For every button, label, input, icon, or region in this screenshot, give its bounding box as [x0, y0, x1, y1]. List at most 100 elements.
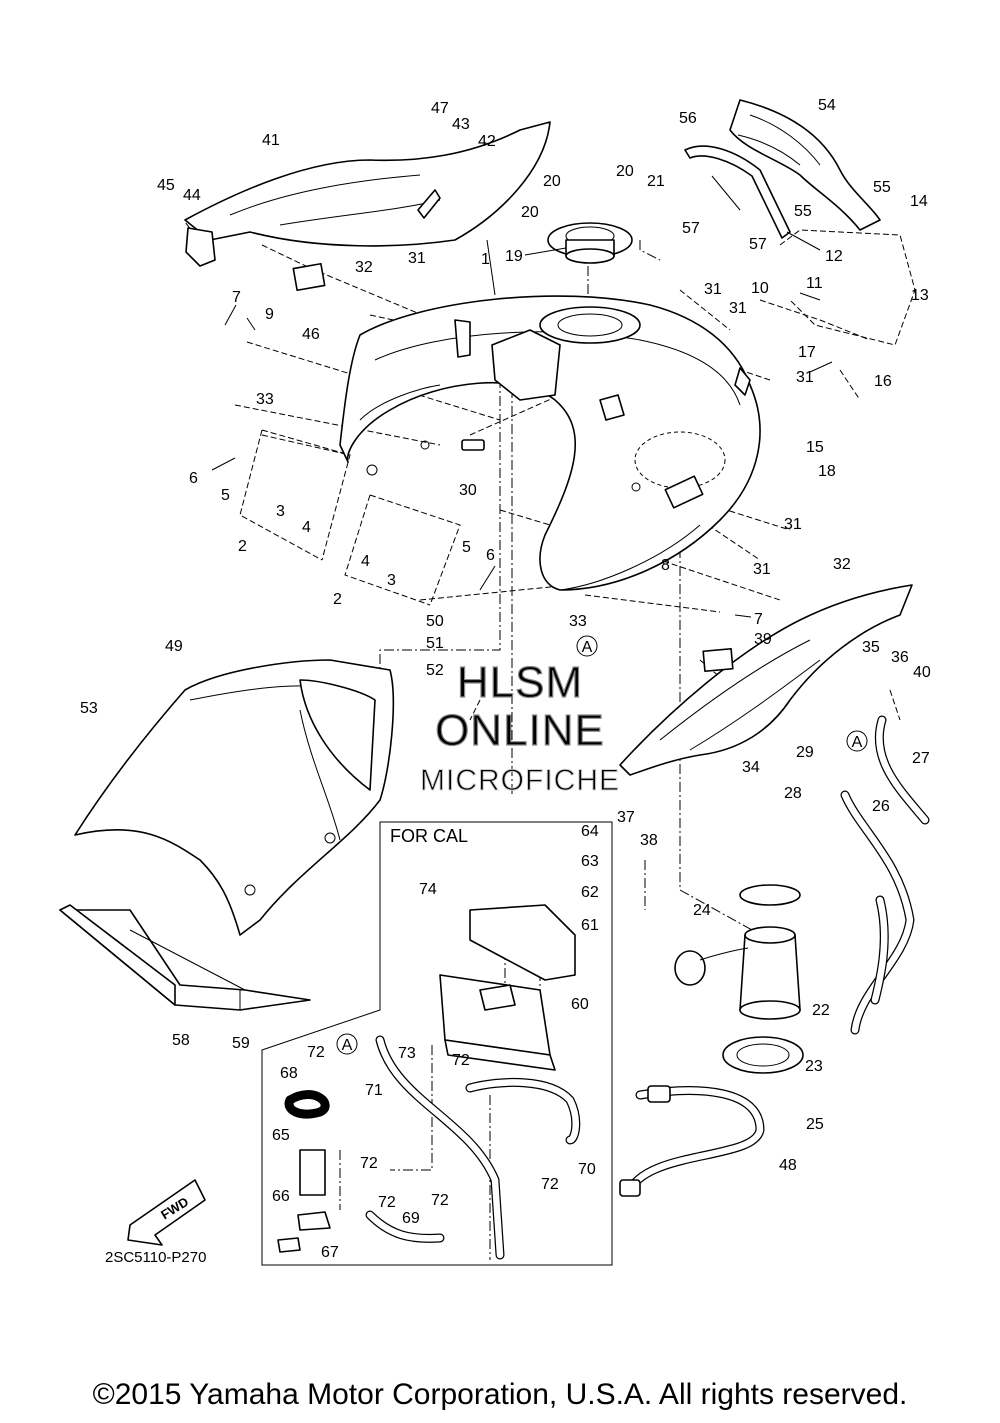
callout-3-b: 3 [387, 572, 396, 589]
hoses [619, 715, 930, 1197]
callout-3-a: 3 [276, 503, 285, 520]
callout-15: 15 [806, 439, 824, 456]
callout-20-b: 20 [616, 163, 634, 180]
kit-bracket-upper [239, 429, 351, 561]
callout-45: 45 [157, 177, 175, 194]
callout-22: 22 [812, 1002, 830, 1019]
fuel-cap-19 [547, 222, 633, 264]
callout-23: 23 [805, 1058, 823, 1075]
callout-66: 66 [272, 1188, 290, 1205]
callout-63: 63 [581, 853, 599, 870]
callout-71: 71 [365, 1082, 383, 1099]
callout-38: 38 [640, 832, 658, 849]
tank-pad-30 [461, 439, 485, 451]
callout-1: 1 [481, 251, 490, 268]
callout-32-a: 32 [355, 259, 373, 276]
ref-mark-a-1: A [582, 639, 593, 656]
lower-cover-49 [74, 659, 395, 936]
callout-72-e: 72 [378, 1194, 396, 1211]
kit-bracket-lower [344, 494, 461, 606]
callout-55-a: 55 [873, 179, 891, 196]
callout-7-a: 7 [232, 289, 241, 306]
callout-56: 56 [679, 110, 697, 127]
callout-2-a: 2 [238, 538, 247, 555]
callout-72-c: 72 [360, 1155, 378, 1172]
callout-25: 25 [806, 1116, 824, 1133]
callout-72-d: 72 [541, 1176, 559, 1193]
callout-20-c: 20 [521, 204, 539, 221]
callout-42: 42 [478, 133, 496, 150]
callout-39: 39 [754, 631, 772, 648]
ref-mark-a-3: A [342, 1037, 353, 1054]
callout-30: 30 [459, 482, 477, 499]
ref-mark-a-2: A [852, 734, 863, 751]
watermark-line-3: MICROFICHE [420, 764, 620, 797]
callout-67: 67 [321, 1244, 339, 1261]
fuel-tank [339, 295, 761, 591]
callout-16: 16 [874, 373, 892, 390]
callout-11: 11 [806, 275, 823, 292]
callout-40: 40 [913, 664, 931, 681]
callout-26: 26 [872, 798, 890, 815]
callout-31-b: 31 [704, 281, 722, 298]
callout-48: 48 [779, 1157, 797, 1174]
fwd-arrow: FWD [127, 1179, 206, 1246]
callout-4-a: 4 [302, 519, 311, 536]
copyright-notice: ©2015 Yamaha Motor Corporation, U.S.A. A… [92, 1378, 908, 1411]
callout-47: 47 [431, 100, 449, 117]
callout-33-a: 33 [256, 391, 274, 408]
callout-31-d: 31 [796, 369, 814, 386]
callout-51: 51 [426, 635, 444, 652]
callout-18: 18 [818, 463, 836, 480]
callout-53: 53 [80, 700, 98, 717]
callout-33-b: 33 [569, 613, 587, 630]
callout-5-b: 5 [462, 539, 471, 556]
callout-60: 60 [571, 996, 589, 1013]
callout-27: 27 [912, 750, 930, 767]
watermark-line-2: ONLINE [435, 706, 605, 755]
callout-32-b: 32 [833, 556, 851, 573]
callout-24: 24 [693, 902, 711, 919]
top-cover-54 [684, 99, 881, 251]
callout-7-b: 7 [754, 611, 763, 628]
side-cover-right [619, 584, 913, 776]
ref-marks: A A A [336, 635, 868, 1055]
callout-57-a: 57 [682, 220, 700, 237]
callout-49: 49 [165, 638, 183, 655]
callout-35: 35 [862, 639, 880, 656]
callout-68: 68 [280, 1065, 298, 1082]
callout-21: 21 [647, 173, 665, 190]
callout-46: 46 [302, 326, 320, 343]
callout-52: 52 [426, 662, 444, 679]
callout-57-b: 57 [749, 236, 767, 253]
callout-54: 54 [818, 97, 836, 114]
callout-leaders [211, 239, 833, 618]
callout-31-e: 31 [784, 516, 802, 533]
callout-69: 69 [402, 1210, 420, 1227]
callout-31-c: 31 [729, 300, 747, 317]
callout-72-f: 72 [431, 1192, 449, 1209]
callout-64: 64 [581, 823, 599, 840]
callout-59: 59 [232, 1035, 250, 1052]
fuel-pump-22 [674, 884, 804, 1074]
for-cal-box [261, 821, 613, 1266]
drawing-code: 2SC5110-P270 [105, 1249, 206, 1266]
callout-43: 43 [452, 116, 470, 133]
callout-6-b: 6 [486, 547, 495, 564]
for-cal-label: FOR CAL [390, 826, 468, 846]
callout-9: 9 [265, 306, 274, 323]
callout-5-a: 5 [221, 487, 230, 504]
callout-17: 17 [798, 344, 816, 361]
callout-58: 58 [172, 1032, 190, 1049]
callouts: 1 2 2 3 3 4 4 5 5 6 6 7 7 8 9 10 11 12 1… [80, 97, 931, 1261]
side-cover-upper-left [184, 121, 551, 292]
callout-31-a: 31 [408, 250, 426, 267]
callout-37: 37 [617, 809, 635, 826]
assembly-lines [184, 221, 901, 1260]
callout-4-b: 4 [361, 553, 370, 570]
callout-2-b: 2 [333, 591, 342, 608]
callout-55-b: 55 [794, 203, 812, 220]
callout-12: 12 [825, 248, 843, 265]
callout-34: 34 [742, 759, 760, 776]
